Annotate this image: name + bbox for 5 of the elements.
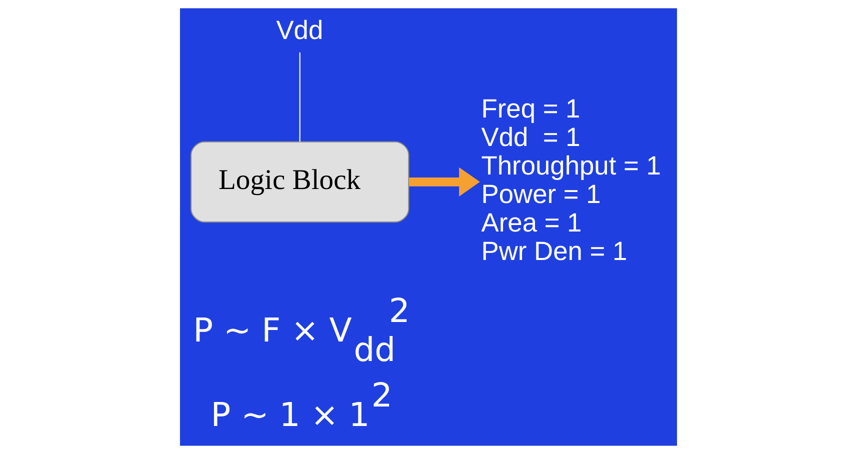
node-box: Logic Block [190,141,409,223]
connector [298,52,300,142]
node-text: Vdd [276,15,323,46]
node-text: Freq = 1 Vdd = 1 Throughput = 1 Power = 1 Area = 1 Pwr Den = 1 [480,93,660,266]
arrow [408,167,480,197]
